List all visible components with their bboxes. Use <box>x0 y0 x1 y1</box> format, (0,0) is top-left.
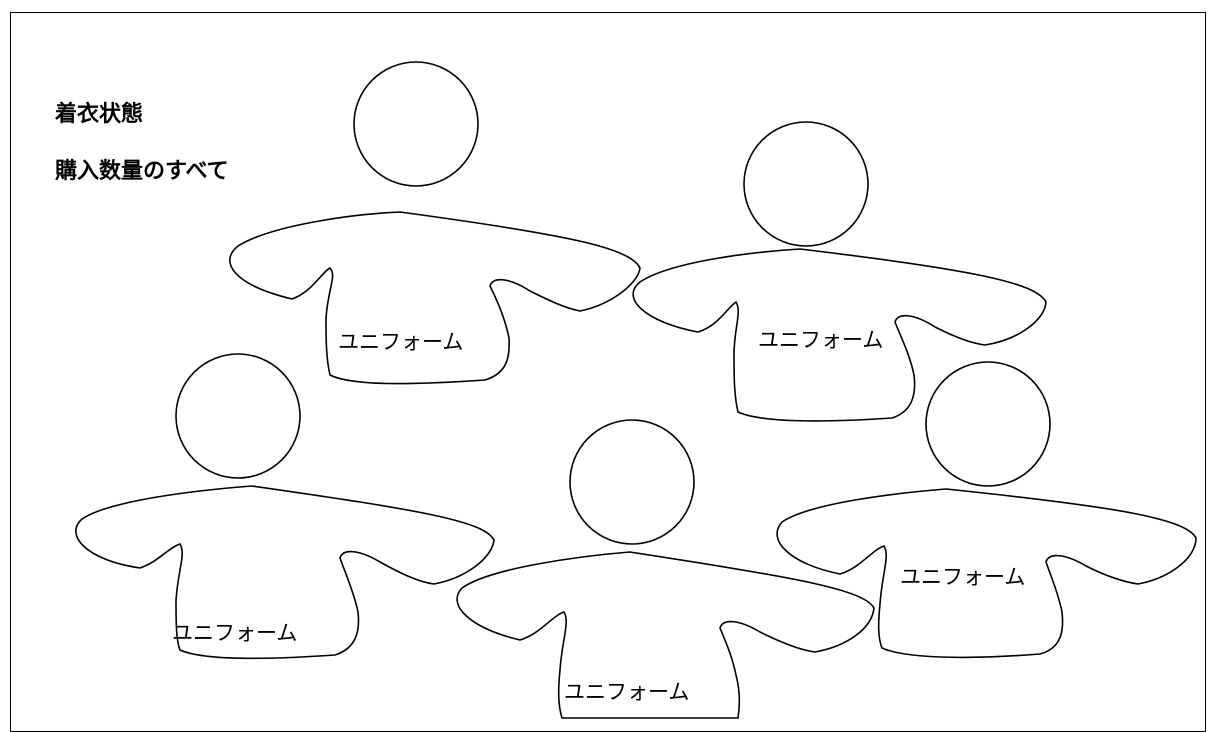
uniform-figure-1: ユニフォーム <box>230 62 640 384</box>
figure-4-head <box>570 420 694 544</box>
figure-5-label: ユニフォーム <box>900 565 1025 589</box>
uniform-figure-5: ユニフォーム <box>777 362 1196 657</box>
uniform-figure-3: ユニフォーム <box>76 354 494 658</box>
figure-1-uniform-outline <box>230 212 640 384</box>
figure-1-head <box>354 62 478 186</box>
figure-2-head <box>744 122 868 246</box>
figure-2-label: ユニフォーム <box>758 328 883 352</box>
figure-4-label: ユニフォーム <box>564 680 689 704</box>
figure-1-label: ユニフォーム <box>338 330 463 354</box>
figure-3-head <box>176 354 300 478</box>
uniform-figure-2: ユニフォーム <box>633 122 1046 421</box>
uniform-figure-4: ユニフォーム <box>457 420 874 718</box>
figure-5-head <box>926 362 1050 486</box>
figure-3-label: ユニフォーム <box>172 621 297 645</box>
